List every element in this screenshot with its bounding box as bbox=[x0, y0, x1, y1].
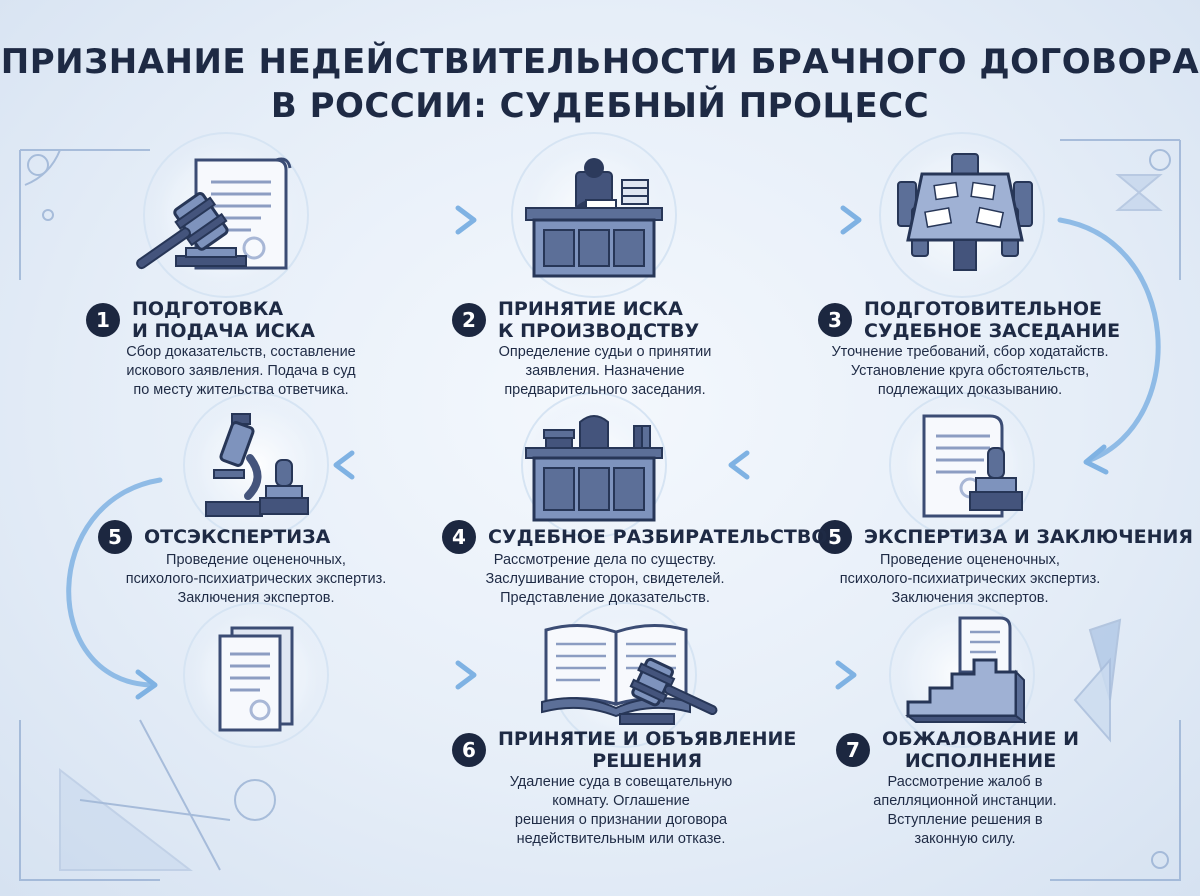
judge-desk-icon bbox=[524, 150, 664, 285]
step-2-badge: 2 bbox=[452, 303, 486, 337]
arrow-doc-to-6 bbox=[332, 660, 477, 690]
step-7-header: 7 ОБЖАЛОВАНИЕ И ИСПОЛНЕНИЕ bbox=[836, 728, 1079, 772]
book-gavel-icon bbox=[540, 618, 720, 733]
step-4-header: 4 СУДЕБНОЕ РАЗБИРАТЕЛЬСТВО bbox=[442, 520, 828, 554]
arrow-4-to-exp bbox=[333, 450, 483, 480]
corner-ornament-top-right bbox=[1060, 139, 1181, 280]
document-stamp-icon bbox=[910, 408, 1030, 528]
step-2-title: ПРИНЯТИЕ ИСКА К ПРОИЗВОДСТВУ bbox=[498, 298, 700, 342]
page-title-line-2: В РОССИИ: СУДЕБНЫЙ ПРОЦЕСС bbox=[270, 86, 930, 126]
corner-ornament-bottom-right bbox=[1050, 618, 1181, 881]
arrow-6-to-7 bbox=[727, 660, 857, 690]
step-1-title: ПОДГОТОВКА И ПОДАЧА ИСКА bbox=[132, 298, 315, 342]
step-5-expertise-description: Проведение оцененочных, психолого-психиа… bbox=[839, 552, 1101, 606]
step-5-left-description: Проведение оцененочных, психолого-психиа… bbox=[125, 552, 387, 606]
step-6-description: Удаление суда в совещательную комнату. О… bbox=[509, 774, 733, 847]
courtroom-bench-icon bbox=[524, 408, 664, 528]
stairs-scroll-icon bbox=[900, 612, 1030, 732]
step-4-title: СУДЕБНОЕ РАЗБИРАТЕЛЬСТВО bbox=[488, 526, 828, 548]
step-7-description: Рассмотрение жалоб в апелляционной инста… bbox=[873, 774, 1057, 847]
step-4-badge: 4 bbox=[442, 520, 476, 554]
arrow-1-to-2 bbox=[332, 205, 477, 235]
page-title: ПРИЗНАНИЕ НЕДЕЙСТВИТЕЛЬНОСТИ БРАЧНОГО ДО… bbox=[0, 40, 1200, 128]
step-5-expertise-title: ЭКСПЕРТИЗА И ЗАКЛЮЧЕНИЯ bbox=[864, 526, 1194, 548]
page-title-line-1: ПРИЗНАНИЕ НЕДЕЙСТВИТЕЛЬНОСТИ БРАЧНОГО ДО… bbox=[0, 42, 1200, 82]
step-7-badge: 7 bbox=[836, 733, 870, 767]
step-5-left-title: ОТСЭКСПЕРТИЗА bbox=[144, 526, 331, 548]
step-5-expertise-badge: 5 bbox=[818, 520, 852, 554]
step-5-left-header: 5 ОТСЭКСПЕРТИЗА bbox=[98, 520, 330, 554]
step-6-badge: 6 bbox=[452, 733, 486, 767]
step-2-header: 2 ПРИНЯТИЕ ИСКА К ПРОИЗВОДСТВУ bbox=[452, 298, 699, 342]
step-5-left-badge: 5 bbox=[98, 520, 132, 554]
arrow-2-to-3 bbox=[702, 205, 862, 235]
corner-ornament-bottom-left bbox=[19, 719, 276, 881]
meeting-table-icon bbox=[890, 150, 1040, 285]
arrow-curve-right bbox=[1057, 217, 1161, 475]
step-7-title: ОБЖАЛОВАНИЕ И ИСПОЛНЕНИЕ bbox=[882, 728, 1080, 772]
step-6-header: 6 ПРИНЯТИЕ И ОБЪЯВЛЕНИЕ РЕШЕНИЯ bbox=[452, 728, 796, 772]
corner-ornament-top-left bbox=[19, 149, 150, 280]
step-6-title: ПРИНЯТИЕ И ОБЪЯВЛЕНИЕ РЕШЕНИЯ bbox=[498, 728, 797, 772]
step-2-description: Определение судьи о принятии заявления. … bbox=[498, 344, 712, 398]
arrow-exp-to-4 bbox=[728, 450, 888, 480]
step-3-header: 3 ПОДГОТОВИТЕЛЬНОЕ СУДЕБНОЕ ЗАСЕДАНИЕ bbox=[818, 298, 1120, 342]
certificate-document-icon bbox=[206, 622, 306, 737]
step-3-title: ПОДГОТОВИТЕЛЬНОЕ СУДЕБНОЕ ЗАСЕДАНИЕ bbox=[864, 298, 1121, 342]
arrow-curve-left bbox=[66, 477, 163, 700]
step-4-description: Рассмотрение дела по существу. Заслушива… bbox=[485, 552, 725, 606]
microscope-stamp-icon bbox=[196, 408, 316, 528]
gavel-document-icon bbox=[126, 150, 296, 285]
step-1-badge: 1 bbox=[86, 303, 120, 337]
step-3-badge: 3 bbox=[818, 303, 852, 337]
step-5-expertise-header: 5 ЭКСПЕРТИЗА И ЗАКЛЮЧЕНИЯ bbox=[818, 520, 1193, 554]
step-1-description: Сбор доказательств, составление искового… bbox=[126, 344, 356, 398]
step-1-header: 1 ПОДГОТОВКА И ПОДАЧА ИСКА bbox=[86, 298, 315, 342]
step-3-description: Уточнение требований, сбор ходатайств. У… bbox=[831, 344, 1109, 398]
